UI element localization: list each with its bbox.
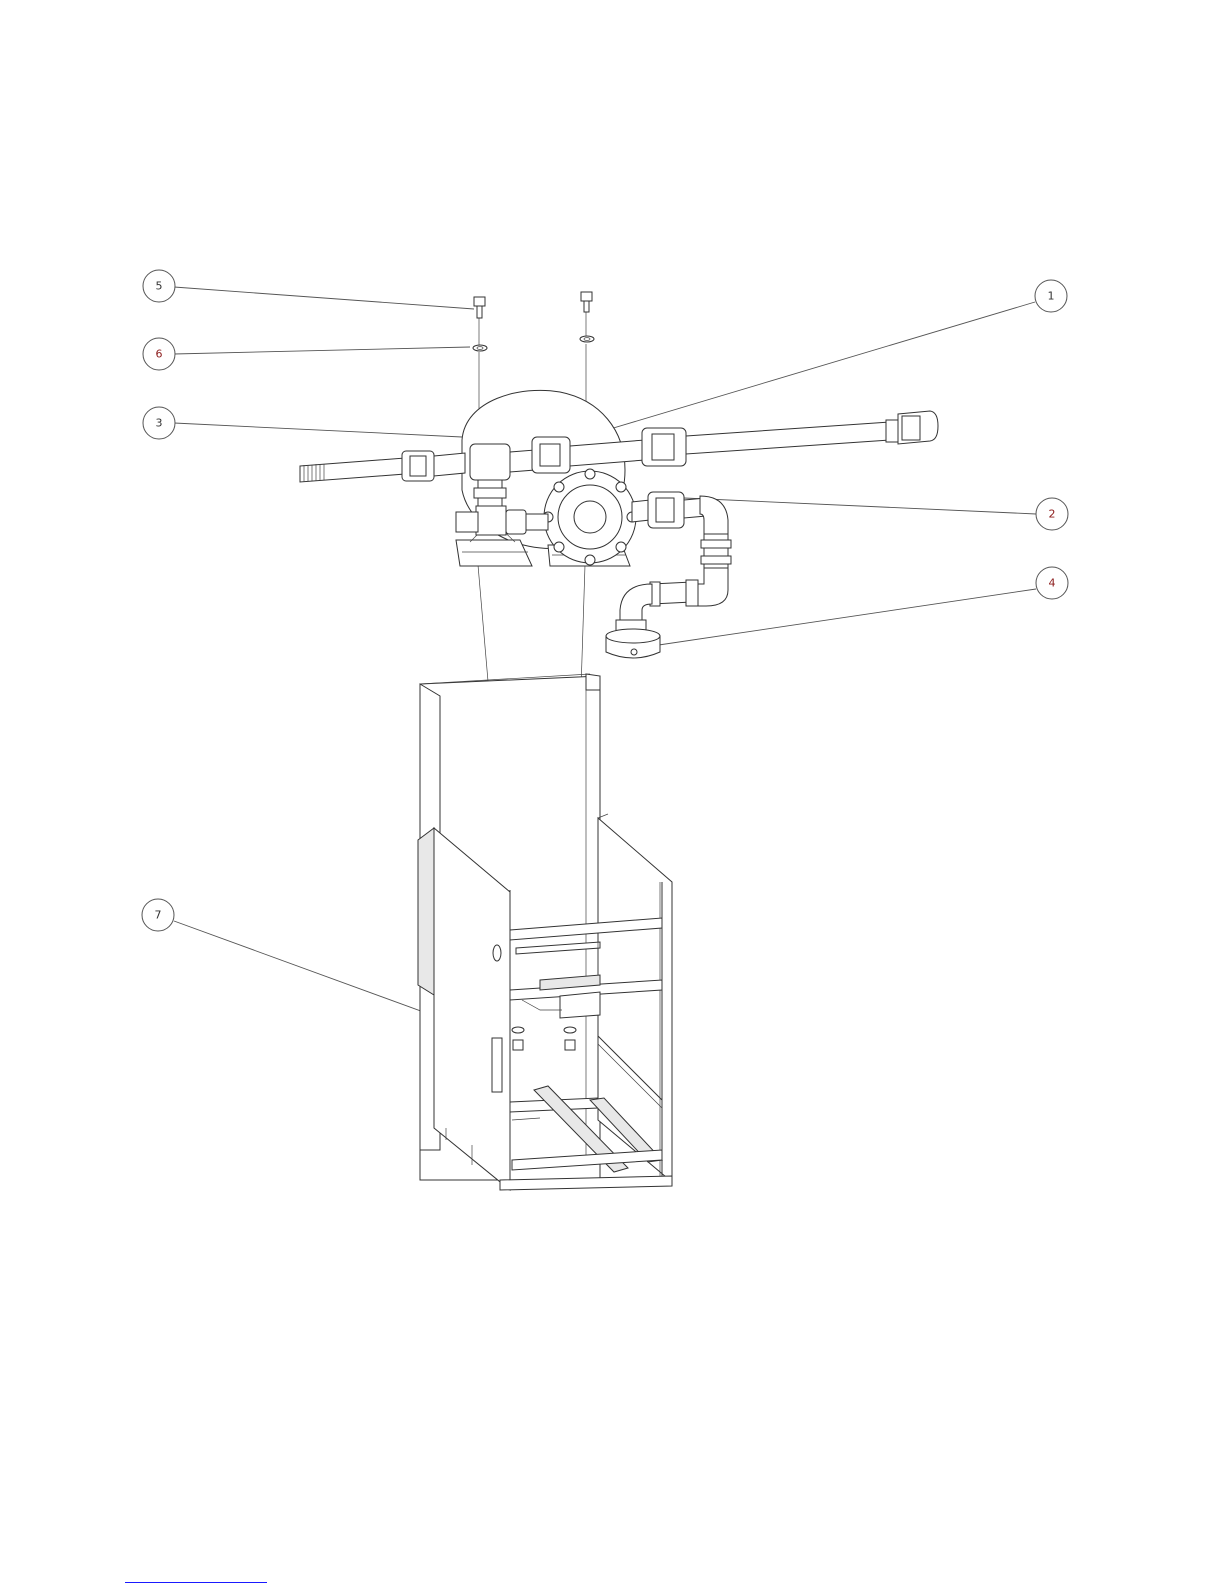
bolt-right — [581, 292, 592, 312]
washer-left — [473, 345, 487, 351]
leader-5 — [174, 287, 474, 309]
balloon-6-number: 6 — [156, 348, 163, 361]
balloon-1-number: 1 — [1048, 290, 1055, 303]
balloon-3: 3 — [143, 407, 175, 439]
balloon-3-number: 3 — [156, 417, 163, 430]
balloon-7-number: 7 — [155, 909, 162, 922]
leader-2 — [684, 498, 1036, 514]
washer-right — [580, 336, 594, 342]
leader-1 — [600, 302, 1035, 432]
balloon-2-number: 2 — [1049, 508, 1056, 521]
footer-rule — [125, 1582, 267, 1583]
leader-6 — [174, 347, 470, 354]
leader-3 — [174, 423, 462, 437]
balloon-5: 5 — [143, 270, 175, 302]
balloon-5-number: 5 — [156, 280, 163, 293]
cabinet-frame — [418, 674, 672, 1190]
balloon-2: 2 — [1036, 498, 1068, 530]
pipe-left — [300, 444, 535, 482]
balloon-4: 4 — [1036, 567, 1068, 599]
bolt-left — [474, 297, 485, 318]
balloon-1: 1 — [1035, 280, 1067, 312]
balloon-7: 7 — [142, 899, 174, 931]
balloon-6: 6 — [143, 338, 175, 370]
pipe-right — [642, 411, 938, 466]
balloon-4-number: 4 — [1049, 577, 1056, 590]
compression-fitting — [606, 629, 660, 658]
